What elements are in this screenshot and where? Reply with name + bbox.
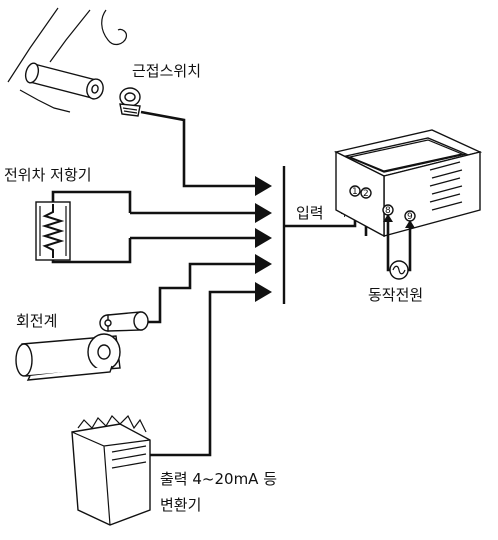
terminal-2: 2	[360, 187, 372, 199]
arrow-2	[255, 203, 272, 223]
wire-proximity	[140, 110, 255, 188]
wire-transducer	[150, 290, 255, 457]
proximity-switch-label: 근접스위치	[132, 62, 201, 80]
proximity-switch-illustration	[7, 7, 141, 117]
input-arrows	[255, 176, 272, 302]
tachometer-label: 회전계	[16, 312, 57, 330]
operating-power-label: 동작전원	[368, 286, 423, 304]
svg-text:9: 9	[407, 212, 413, 222]
svg-text:1: 1	[352, 187, 358, 197]
arrow-3	[255, 228, 272, 248]
ac-source-icon	[389, 260, 409, 280]
terminal-1: 1	[349, 185, 361, 197]
potentiometer-label: 전위차 저항기	[4, 166, 92, 184]
arrow-4	[255, 254, 272, 274]
transducer-label-line2: 변환기	[160, 496, 201, 514]
svg-text:8: 8	[385, 206, 391, 216]
potentiometer-icon	[35, 190, 132, 264]
arrow-5	[255, 282, 272, 302]
proximity-sensor-icon	[119, 87, 141, 117]
transducer-label-line1: 출력 4~20mA 등	[160, 470, 277, 488]
wire-tacho	[148, 262, 255, 324]
transducer-icon	[71, 414, 151, 526]
svg-text:2: 2	[363, 189, 369, 199]
arrow-1	[255, 176, 272, 196]
input-label: 입력	[296, 204, 324, 222]
